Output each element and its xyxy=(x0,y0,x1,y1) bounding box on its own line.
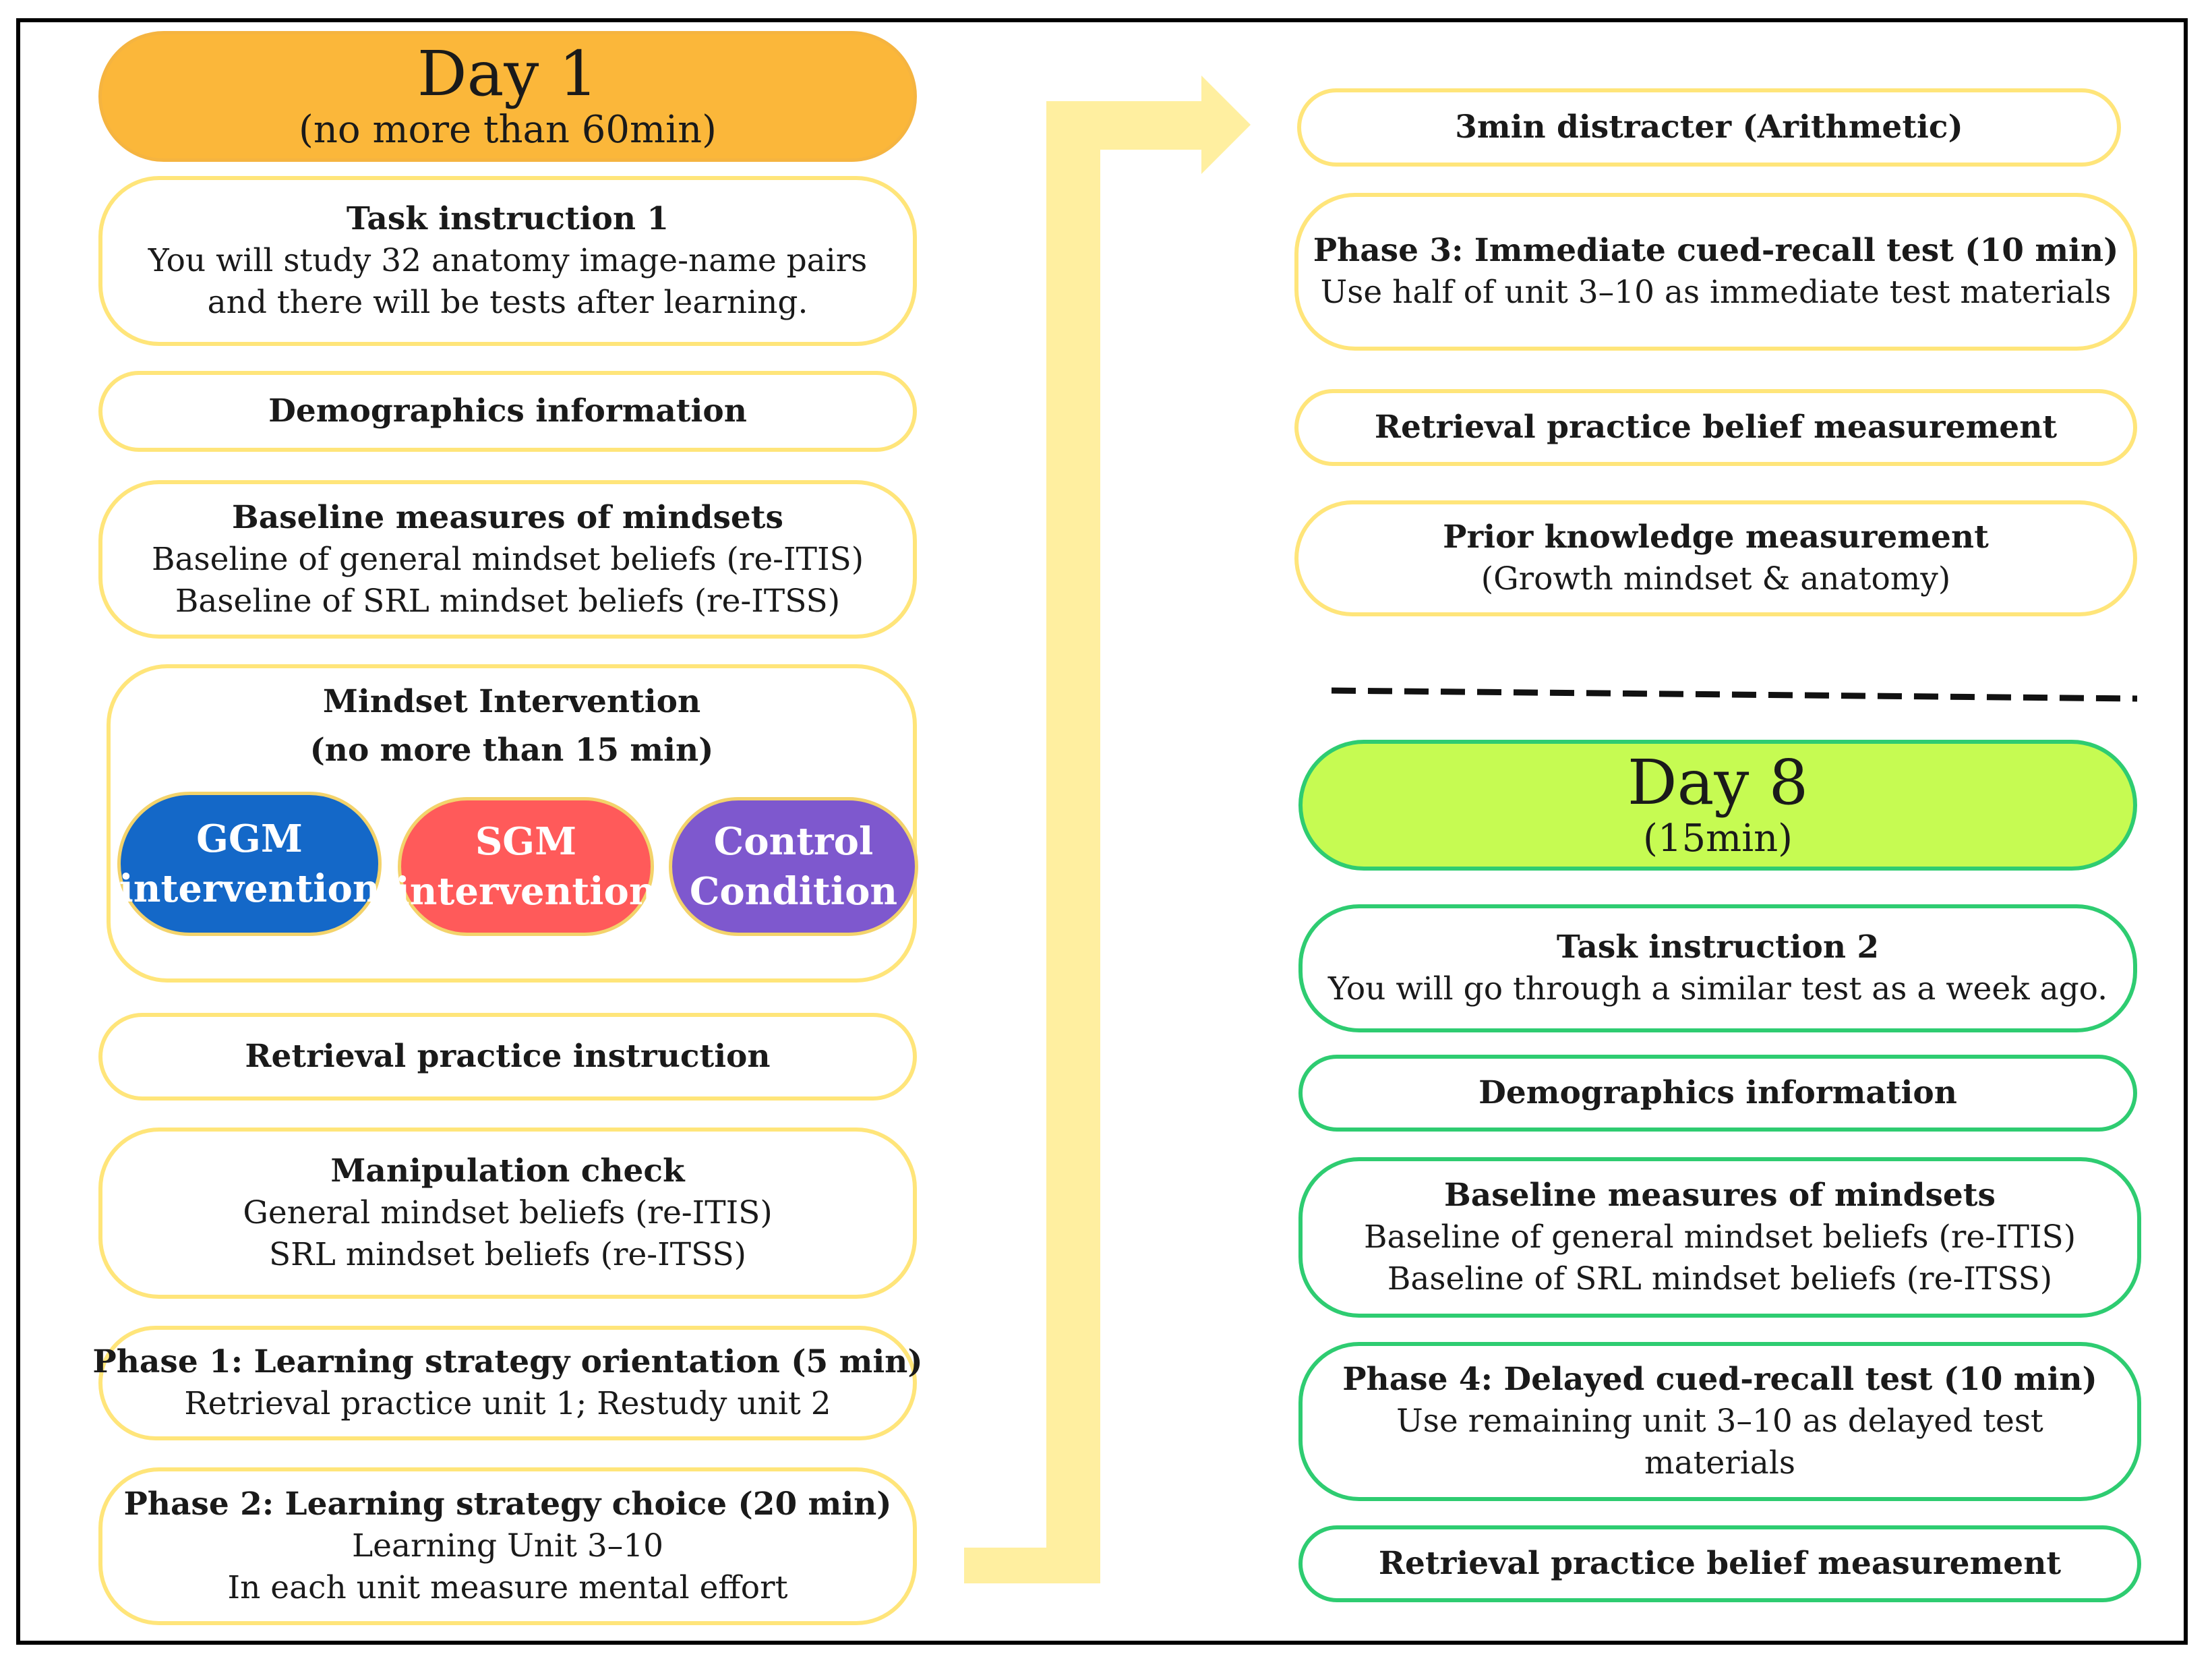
phase-2-title: Phase 2: Learning strategy choice (20 mi… xyxy=(123,1486,892,1523)
belief-day8-label: Retrieval practice belief measurement xyxy=(1378,1545,2062,1582)
task-instruction-1-line1: You will study 32 anatomy image-name pai… xyxy=(148,242,868,279)
ggm-line1: GGM xyxy=(196,817,303,861)
phase-4-line2: materials xyxy=(1644,1444,1795,1482)
day-separator xyxy=(1331,687,2138,702)
control-line1: Control xyxy=(713,819,874,864)
task-instruction-2-line1: You will go through a similar test as a … xyxy=(1327,970,2108,1007)
sgm-line2: intervention xyxy=(395,869,657,914)
day8-subtitle: (15min) xyxy=(1642,817,1793,860)
demographics-day8: Demographics information xyxy=(1298,1055,2137,1132)
phase-4-title: Phase 4: Delayed cued-recall test (10 mi… xyxy=(1342,1361,2097,1398)
connector-arrow xyxy=(964,76,1251,1583)
retrieval-practice-instruction: Retrieval practice instruction xyxy=(98,1013,917,1101)
baseline-day8-title: Baseline measures of mindsets xyxy=(1444,1177,1996,1214)
manipulation-title: Manipulation check xyxy=(330,1152,685,1190)
day8-title: Day 8 xyxy=(1627,746,1809,819)
ggm-intervention: GGM intervention xyxy=(117,792,382,936)
belief-measurement-day8: Retrieval practice belief measurement xyxy=(1298,1525,2141,1602)
phase-2-line2: In each unit measure mental effort xyxy=(227,1569,788,1606)
task-instruction-2: Task instruction 2 You will go through a… xyxy=(1298,904,2137,1032)
phase-1-title: Phase 1: Learning strategy orientation (… xyxy=(92,1343,923,1380)
phase-4-line1: Use remaining unit 3–10 as delayed test xyxy=(1396,1403,2043,1440)
ggm-line2: intervention xyxy=(119,867,380,911)
baseline-day1-line2: Baseline of SRL mindset beliefs (re-ITSS… xyxy=(175,582,841,620)
distracter-label: 3min distracter (Arithmetic) xyxy=(1455,109,1963,146)
task-instruction-1-line2: and there will be tests after learning. xyxy=(207,284,808,321)
intervention-title: Mindset Intervention xyxy=(322,683,701,720)
phase-3-line1: Use half of unit 3–10 as immediate test … xyxy=(1320,274,2112,311)
retrieval-instruction-label: Retrieval practice instruction xyxy=(245,1038,771,1075)
manipulation-check: Manipulation check General mindset belie… xyxy=(98,1128,917,1299)
day1-subtitle: (no more than 60min) xyxy=(299,108,717,152)
intervention-subtitle: (no more than 15 min) xyxy=(309,732,714,769)
phase-1-line1: Retrieval practice unit 1; Restudy unit … xyxy=(184,1385,831,1422)
manipulation-line1: General mindset beliefs (re-ITIS) xyxy=(243,1194,773,1231)
sgm-line1: SGM xyxy=(475,819,577,864)
demographics-day1: Demographics information xyxy=(98,371,917,452)
distracter-task: 3min distracter (Arithmetic) xyxy=(1297,88,2121,167)
demographics-day8-label: Demographics information xyxy=(1478,1074,1957,1111)
prior-knowledge-title: Prior knowledge measurement xyxy=(1443,519,1989,556)
day1-title: Day 1 xyxy=(417,38,599,110)
task-instruction-1-title: Task instruction 1 xyxy=(346,200,669,237)
baseline-day8: Baseline measures of mindsets Baseline o… xyxy=(1298,1157,2141,1318)
prior-knowledge-line1: (Growth mindset & anatomy) xyxy=(1481,560,1951,597)
day1-header: Day 1 (no more than 60min) xyxy=(98,31,917,162)
baseline-day1: Baseline measures of mindsets Baseline o… xyxy=(98,480,917,639)
prior-knowledge: Prior knowledge measurement (Growth mind… xyxy=(1294,500,2137,616)
control-condition: Control Condition xyxy=(669,797,918,936)
baseline-day1-title: Baseline measures of mindsets xyxy=(232,498,783,536)
baseline-day8-line1: Baseline of general mindset beliefs (re-… xyxy=(1363,1219,2076,1256)
phase-2: Phase 2: Learning strategy choice (20 mi… xyxy=(98,1467,917,1625)
phase-4: Phase 4: Delayed cued-recall test (10 mi… xyxy=(1298,1342,2141,1501)
baseline-day1-line1: Baseline of general mindset beliefs (re-… xyxy=(151,540,864,578)
belief-day1-label: Retrieval practice belief measurement xyxy=(1374,409,2058,446)
sgm-intervention: SGM intervention xyxy=(395,797,657,936)
demographics-day1-label: Demographics information xyxy=(268,392,747,430)
control-line2: Condition xyxy=(689,869,898,914)
belief-measurement-day1: Retrieval practice belief measurement xyxy=(1294,389,2137,466)
phase-1: Phase 1: Learning strategy orientation (… xyxy=(92,1326,923,1440)
task-instruction-2-title: Task instruction 2 xyxy=(1556,929,1880,966)
phase-3: Phase 3: Immediate cued-recall test (10 … xyxy=(1294,193,2137,351)
diagram-frame xyxy=(16,18,2188,1645)
manipulation-line2: SRL mindset beliefs (re-ITSS) xyxy=(268,1236,746,1273)
baseline-day8-line2: Baseline of SRL mindset beliefs (re-ITSS… xyxy=(1387,1260,2053,1297)
phase-3-title: Phase 3: Immediate cued-recall test (10 … xyxy=(1313,232,2119,269)
phase-2-line1: Learning Unit 3–10 xyxy=(351,1527,664,1564)
task-instruction-1: Task instruction 1 You will study 32 ana… xyxy=(98,176,917,346)
day8-header: Day 8 (15min) xyxy=(1298,740,2137,871)
